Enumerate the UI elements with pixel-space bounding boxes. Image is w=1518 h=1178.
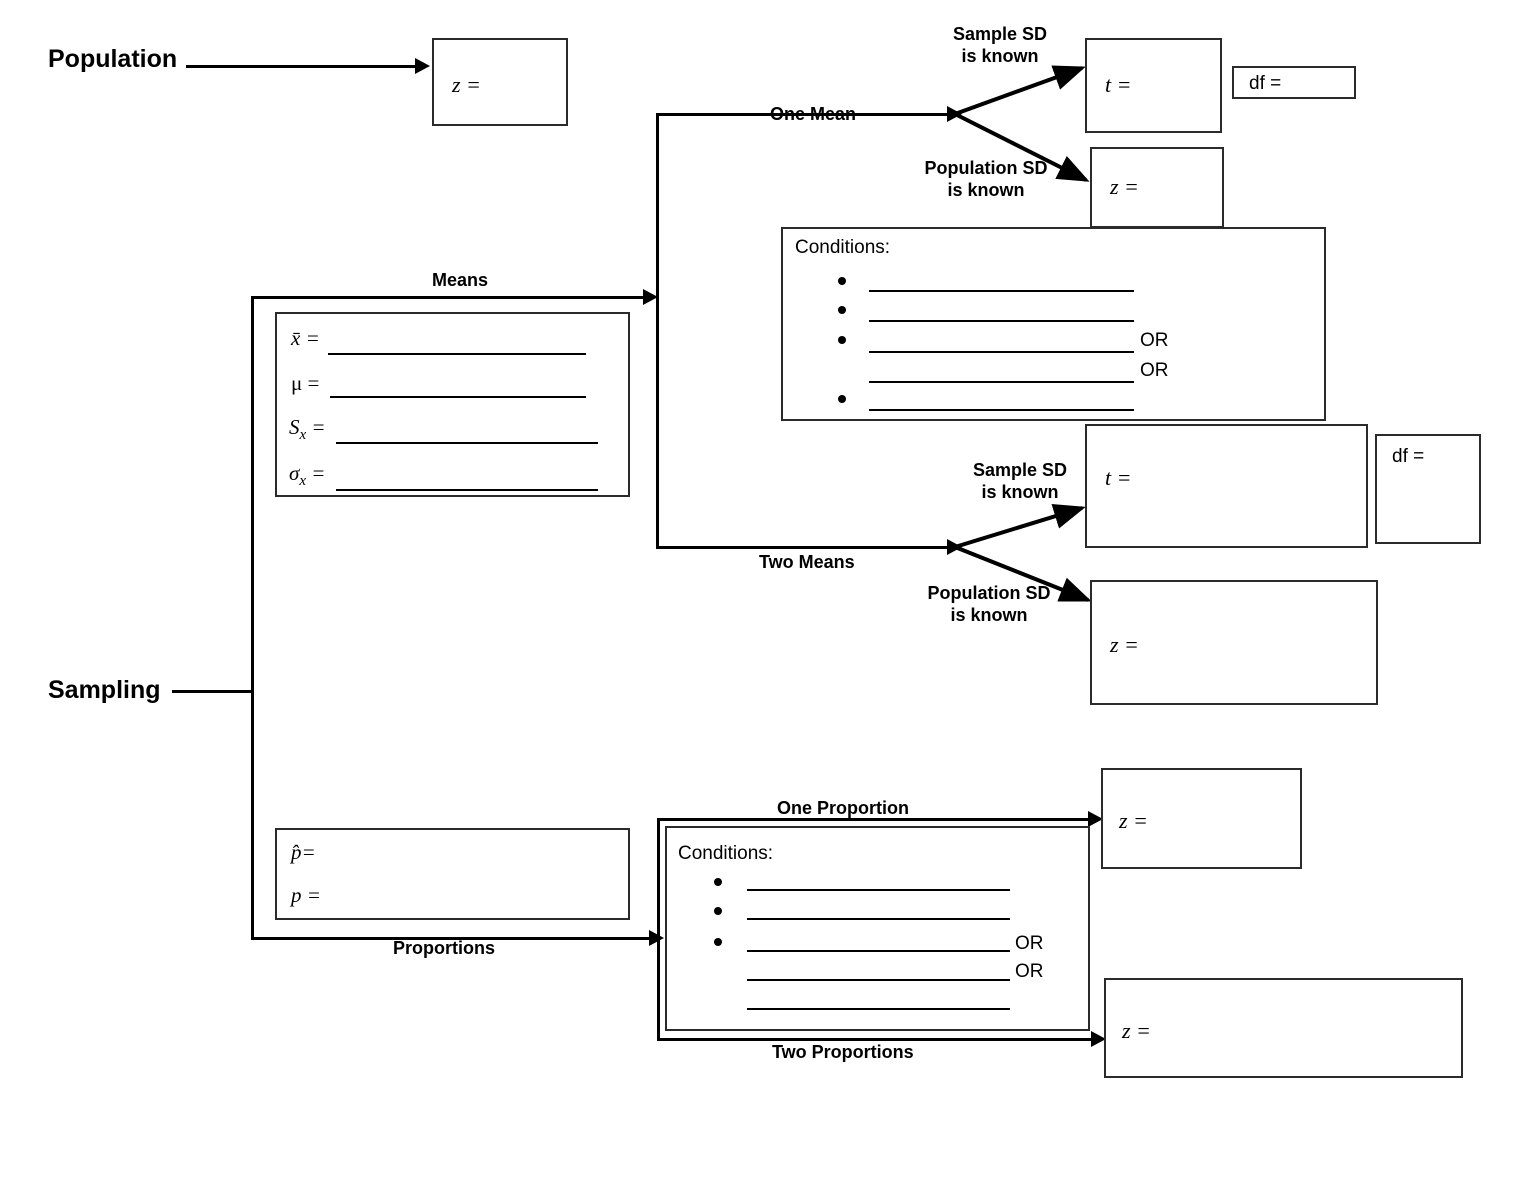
- one-proportion-line: [657, 818, 1094, 821]
- population-label: Population: [48, 45, 178, 73]
- two-means-arrowhead: [947, 539, 962, 555]
- conditions-proportions-blank-3: [747, 950, 1010, 952]
- conditions-proportions-or-1: OR: [1015, 933, 1044, 954]
- proportions-branch-arrowhead: [649, 930, 664, 946]
- population-z-formula: z =: [452, 72, 481, 97]
- means-junction-vertical: [656, 113, 659, 548]
- one-mean-arrowhead: [947, 106, 962, 122]
- two-means-sample-sd-label: Sample SD is known: [972, 460, 1068, 502]
- proportions-branch-line: [251, 937, 655, 940]
- population-z-box: [432, 38, 568, 126]
- conditions-means-box: [781, 227, 1326, 421]
- conditions-means-blank-5: [869, 409, 1134, 411]
- conditions-means-blank-4: [869, 381, 1134, 383]
- one-mean-df-formula: df =: [1249, 73, 1282, 94]
- conditions-proportions-blank-5: [747, 1008, 1010, 1010]
- means-branch-label: Means: [432, 270, 489, 290]
- one-mean-line: [656, 113, 953, 116]
- one-proportion-z-formula: z =: [1119, 808, 1148, 833]
- two-proportions-label: Two Proportions: [772, 1042, 914, 1062]
- conditions-means-bullet-1: [838, 277, 846, 285]
- two-means-population-sd-label: Population SD is known: [927, 583, 1051, 625]
- proportions-branch-label: Proportions: [393, 938, 495, 958]
- proportions-phat-symbol: p̂=: [291, 840, 316, 864]
- proportions-junction-vertical: [657, 818, 660, 1040]
- two-means-z-formula: z =: [1110, 632, 1139, 657]
- means-mu-symbol: μ =: [291, 371, 320, 395]
- two-means-label: Two Means: [759, 552, 855, 572]
- means-sx-symbol: Sx =: [289, 415, 326, 444]
- conditions-means-bullet-4: [838, 395, 846, 403]
- means-sx-blank: [336, 442, 598, 444]
- one-mean-label: One Mean: [770, 104, 857, 124]
- one-mean-df-box: [1232, 66, 1356, 99]
- conditions-means-or-2: OR: [1140, 360, 1169, 381]
- conditions-proportions-bullet-1: [714, 878, 722, 886]
- means-xbar-blank: [328, 353, 586, 355]
- conditions-means-bullet-3: [838, 336, 846, 344]
- one-mean-sample-sd-label: Sample SD is known: [952, 24, 1048, 66]
- one-proportion-z-box: [1101, 768, 1302, 869]
- conditions-proportions-blank-2: [747, 918, 1010, 920]
- conditions-means-bullet-2: [838, 306, 846, 314]
- two-proportions-z-formula: z =: [1122, 1018, 1151, 1043]
- means-sigmax-symbol: σx =: [289, 461, 326, 490]
- one-proportion-arrowhead: [1088, 811, 1103, 827]
- sampling-connector-line: [172, 690, 254, 693]
- two-means-df-formula: df =: [1392, 446, 1425, 467]
- means-xbar-symbol: x̄ =: [291, 326, 320, 350]
- conditions-proportions-blank-1: [747, 889, 1010, 891]
- conditions-means-blank-2: [869, 320, 1134, 322]
- proportions-stats-box: [275, 828, 630, 920]
- one-mean-t-formula: t =: [1105, 72, 1132, 97]
- two-proportions-arrowhead: [1091, 1031, 1106, 1047]
- conditions-proportions-bullet-2: [714, 907, 722, 915]
- one-mean-t-box: [1085, 38, 1222, 133]
- two-means-df-box: [1375, 434, 1481, 544]
- conditions-proportions-or-2: OR: [1015, 961, 1044, 982]
- means-sigmax-blank: [336, 489, 598, 491]
- one-mean-population-sd-label: Population SD is known: [924, 158, 1048, 200]
- population-arrowhead: [415, 58, 430, 74]
- conditions-proportions-bullet-3: [714, 938, 722, 946]
- two-means-t-box: [1085, 424, 1368, 548]
- means-branch-arrowhead: [643, 289, 658, 305]
- one-mean-z-formula: z =: [1110, 174, 1139, 199]
- conditions-means-or-1: OR: [1140, 330, 1169, 351]
- proportions-p-symbol: p =: [291, 883, 321, 907]
- two-means-z-box: [1090, 580, 1378, 705]
- two-proportions-line: [657, 1038, 1097, 1041]
- conditions-proportions-box: [665, 826, 1090, 1031]
- two-means-line: [656, 546, 953, 549]
- population-arrow-line: [186, 65, 419, 68]
- conditions-proportions-title: Conditions:: [678, 843, 774, 864]
- conditions-means-blank-3: [869, 351, 1134, 353]
- means-stats-box: [275, 312, 630, 497]
- conditions-means-title: Conditions:: [795, 237, 891, 258]
- two-proportions-z-box: [1104, 978, 1463, 1078]
- conditions-proportions-blank-4: [747, 979, 1010, 981]
- one-proportion-label: One Proportion: [777, 798, 909, 818]
- means-mu-blank: [330, 396, 586, 398]
- two-means-t-formula: t =: [1105, 465, 1132, 490]
- sampling-trunk-vertical: [251, 296, 254, 940]
- means-branch-line: [251, 296, 649, 299]
- sampling-label: Sampling: [48, 676, 161, 704]
- conditions-means-blank-1: [869, 290, 1134, 292]
